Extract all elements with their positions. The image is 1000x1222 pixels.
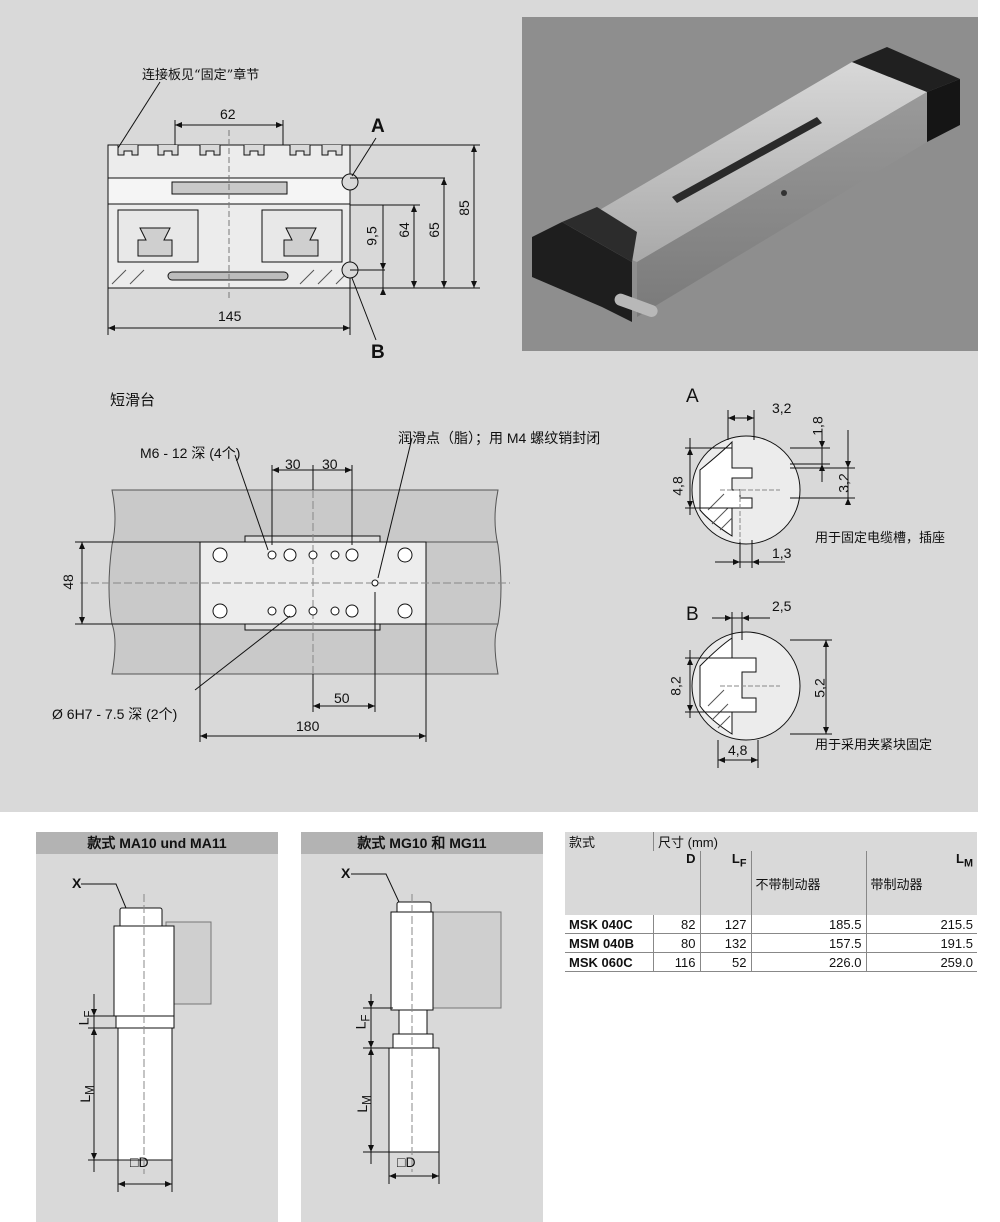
col-lf: LF [699,851,751,915]
panel-ma-title: 款式 MA10 und MA11 [36,832,278,854]
panel-mg: 款式 MG10 和 MG11 X LF LM □D [301,832,543,1222]
dim-1-8: 1,8 [809,416,826,436]
dim-2-5: 2,5 [772,598,792,614]
spec-table: 款式 尺寸 (mm) D LF 不带制动器 LM 带制动器 MSK 040C 8… [565,832,977,972]
ma-d-label: □D [130,1154,149,1170]
dim-85: 85 [455,200,472,216]
label-a: A [371,116,385,137]
col-dims: 尺寸 (mm) [653,832,977,851]
profile-cross-section [107,81,480,341]
product-photo [522,17,978,351]
panel-ma: 款式 MA10 und MA11 X LF LM □D [36,832,278,1222]
dim-5-2: 5,2 [811,678,828,698]
mg-motor-drawing [351,873,502,1184]
panel-mg-title: 款式 MG10 和 MG11 [301,832,543,854]
dim-3-2-top: 3,2 [772,400,792,416]
ma-lf-label: LF [75,1010,96,1026]
mg-lf-label: LF [352,1014,373,1030]
dim-180: 180 [296,718,320,734]
pin-note: Ø 6H7 - 7.5 深 (2个) [52,706,178,722]
detail-b-label: B [686,604,699,625]
carriage-top-view [75,437,510,742]
col-model: 款式 [565,832,654,915]
col-brake-label: 带制动器 [870,877,923,892]
dim-64: 64 [395,222,412,238]
dim-30-right: 30 [322,456,338,472]
dim-62: 62 [220,106,236,122]
mg-d-label: □D [397,1154,416,1170]
label-b: B [371,342,385,363]
dim-4-8-b: 4,8 [728,742,748,758]
col-lm: LM [956,851,973,870]
dim-8-2: 8,2 [667,676,684,696]
detail-b-note: 用于采用夹紧块固定 [815,738,933,753]
dim-30-left: 30 [285,456,301,472]
mg-lm-label: LM [353,1095,374,1113]
table-row: MSM 040B 80 132 157.5 191.5 [565,933,977,953]
thread-note: M6 - 12 深 (4个) [140,445,241,461]
table-row: MSK 060C 116 52 226.0 259.0 [565,952,977,972]
dim-3-2-side: 3,2 [835,473,852,493]
dim-50: 50 [334,690,350,706]
connector-note: 连接板见“固定”章节 [142,68,260,83]
col-brake: LM 带制动器 [865,851,977,915]
carriage-title: 短滑台 [110,392,156,409]
detail-a-note: 用于固定电缆槽，插座 [815,531,946,546]
table-header-row: 款式 尺寸 (mm) [565,832,977,915]
table-row: MSK 040C 82 127 185.5 215.5 [565,915,977,934]
mg-x-label: X [341,865,351,881]
ma-lm-label: LM [76,1085,97,1103]
dim-9-5: 9,5 [363,226,380,246]
dim-145: 145 [218,308,242,324]
dim-1-3: 1,3 [772,545,792,561]
lube-note: 润滑点（脂）；用 M4 螺纹销封闭 [398,430,601,446]
dim-48: 48 [59,574,76,590]
detail-b-drawing [685,612,832,768]
ma-x-label: X [72,875,82,891]
detail-a-drawing [685,410,855,568]
dim-65: 65 [425,222,442,238]
detail-a-label: A [686,386,699,407]
dim-4-8: 4,8 [669,476,686,496]
table-subheader-row: D LF 不带制动器 LM 带制动器 [565,851,977,915]
linear-module-illustration [532,47,960,322]
ma-motor-drawing [81,883,212,1192]
col-d: D [653,851,700,915]
col-no-brake: 不带制动器 [750,851,866,915]
